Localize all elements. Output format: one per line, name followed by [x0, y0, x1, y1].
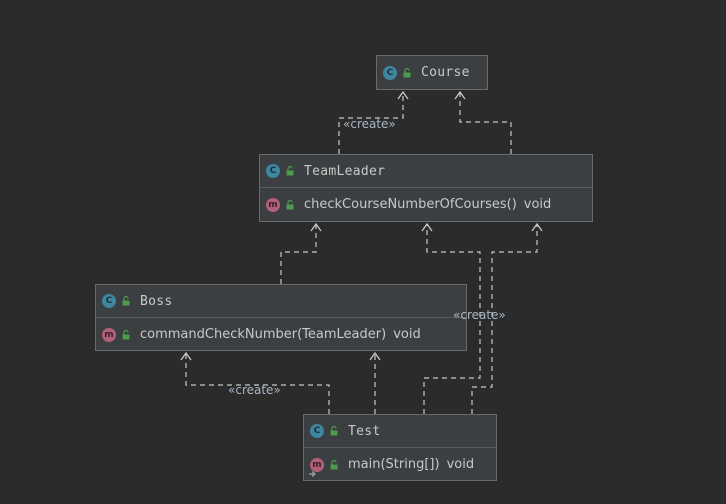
class-icon: C	[102, 294, 116, 308]
edge-teamleader-creates-course-arrowhead	[397, 90, 409, 100]
edge-boss-uses-teamleader-arrowhead	[310, 222, 322, 232]
class-test[interactable]: C Test m main(String[]) void	[303, 414, 497, 481]
edge-test-creates-teamleader	[423, 224, 481, 414]
method-row[interactable]: m commandCheckNumber(TeamLeader) void	[96, 318, 466, 351]
method-icon: m	[102, 327, 116, 342]
class-boss-name: Boss	[140, 293, 173, 309]
method-return-type: void	[393, 327, 421, 342]
class-icon: C	[310, 424, 324, 438]
edge-teamleader-uses-course-arrowhead	[454, 90, 466, 100]
edge-boss-uses-teamleader	[280, 224, 317, 284]
method-icon: m	[266, 197, 280, 212]
edge-test-creates-boss-arrowhead	[180, 351, 192, 361]
stereotype-label-create: «create»	[453, 308, 506, 322]
method-row[interactable]: m main(String[]) void	[304, 448, 496, 481]
public-lock-icon	[122, 296, 130, 306]
class-icon: C	[383, 65, 397, 80]
class-teamleader-name: TeamLeader	[304, 163, 386, 179]
class-boss-header[interactable]: C Boss	[96, 285, 466, 318]
edge-test-creates-teamleader-arrowhead	[421, 222, 433, 232]
method-name: commandCheckNumber(TeamLeader)	[140, 327, 387, 342]
edge-test-uses-teamleader	[471, 224, 538, 414]
public-lock-icon	[286, 199, 294, 209]
class-teamleader[interactable]: C TeamLeader m checkCourseNumberOfCourse…	[259, 154, 593, 222]
class-boss[interactable]: C Boss m commandCheckNumber(TeamLeader) …	[95, 284, 467, 351]
stereotype-label-create: «create»	[228, 383, 281, 397]
public-lock-icon	[403, 67, 411, 77]
public-lock-icon	[122, 329, 130, 339]
main-method-marker-icon	[309, 471, 316, 477]
edge-test-uses-boss-arrowhead	[369, 351, 381, 361]
class-course-name: Course	[421, 65, 470, 80]
class-course-header[interactable]: C Course	[377, 56, 487, 89]
method-name: checkCourseNumberOfCourses()	[304, 197, 517, 212]
method-return-type: void	[446, 457, 475, 472]
edge-test-uses-teamleader-arrowhead	[531, 222, 543, 232]
method-return-type: void	[523, 197, 552, 212]
class-test-name: Test	[348, 423, 381, 439]
edge-teamleader-uses-course	[459, 92, 512, 154]
dependency-edges	[180, 90, 543, 414]
public-lock-icon	[330, 426, 338, 436]
method-name: main(String[])	[348, 457, 440, 472]
class-course[interactable]: C Course	[376, 55, 488, 90]
class-test-header[interactable]: C Test	[304, 415, 496, 448]
method-icon: m	[310, 457, 324, 472]
public-lock-icon	[286, 166, 294, 176]
class-teamleader-header[interactable]: C TeamLeader	[260, 155, 592, 188]
method-row[interactable]: m checkCourseNumberOfCourses() void	[260, 188, 592, 221]
class-icon: C	[266, 164, 280, 178]
edge-test-creates-boss	[185, 353, 330, 414]
stereotype-label-create: «create»	[343, 117, 396, 131]
public-lock-icon	[330, 459, 338, 469]
edge-teamleader-creates-course	[338, 92, 404, 154]
